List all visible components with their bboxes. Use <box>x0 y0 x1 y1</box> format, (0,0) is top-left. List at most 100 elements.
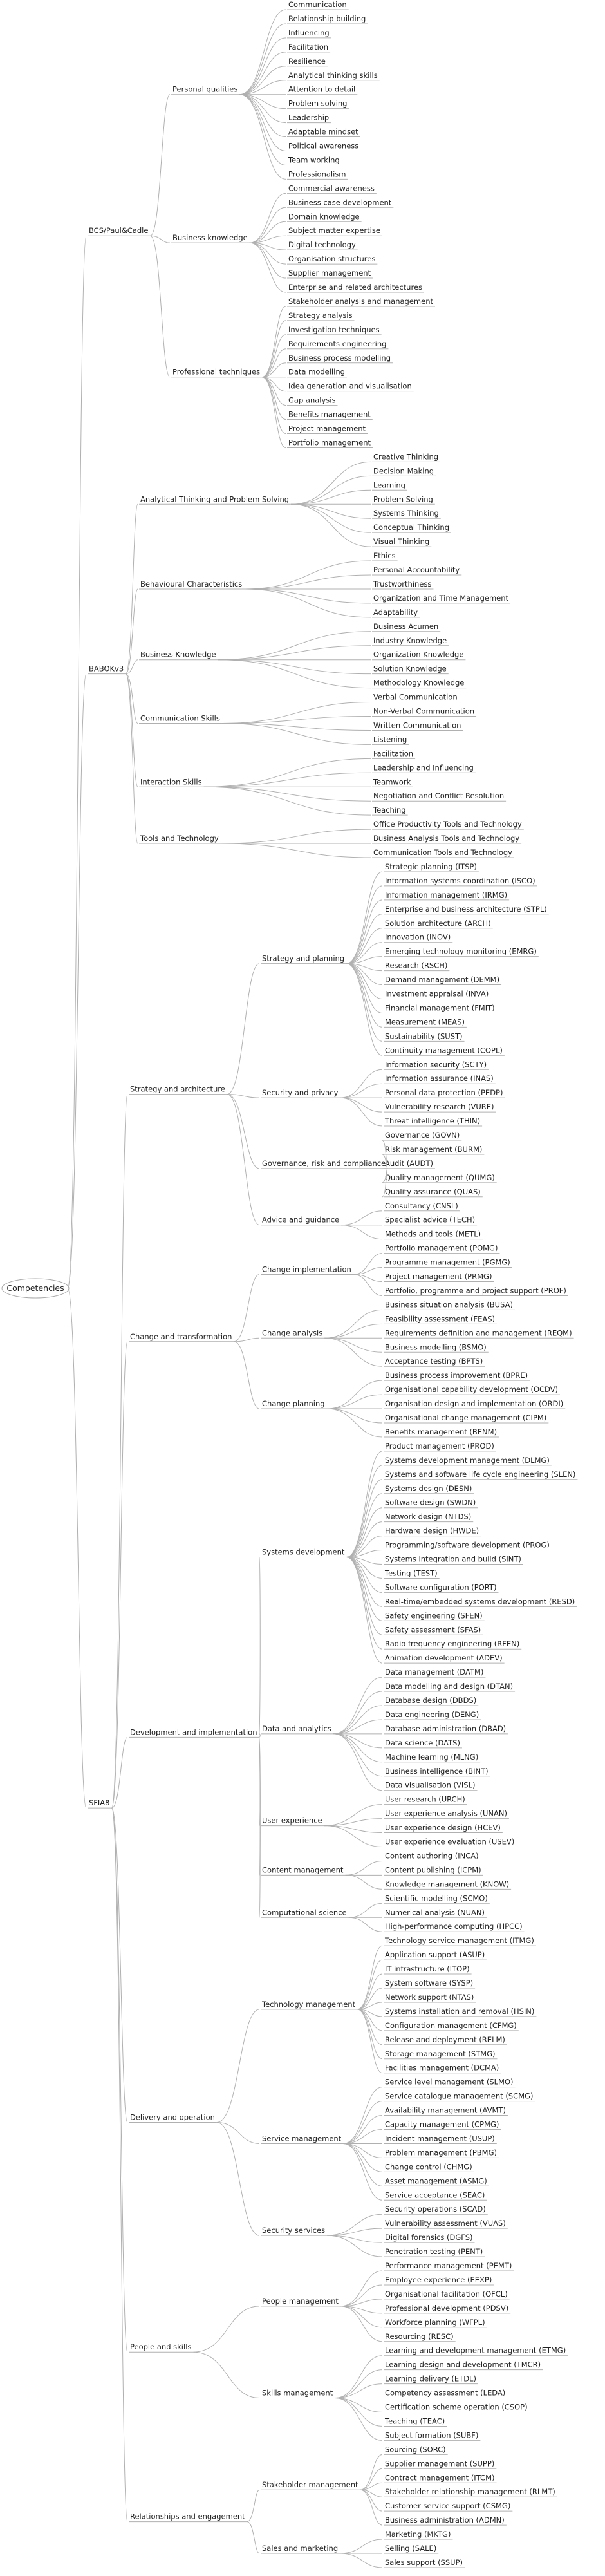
connector-line <box>360 2454 383 2490</box>
leaf-customer-service-support-csmg: Customer service support (CSMG) <box>385 2501 510 2510</box>
connector-line <box>345 1874 383 1890</box>
group-systems-development: Systems development <box>262 1548 345 1557</box>
leaf-systems-thinking: Systems Thinking <box>373 509 439 518</box>
connector-line <box>126 659 138 675</box>
group-business-knowledge: Business Knowledge <box>140 650 216 659</box>
leaf-organization-knowledge: Organization Knowledge <box>373 650 463 659</box>
leaf-supplier-management-supp: Supplier management (SUPP) <box>385 2459 494 2468</box>
leaf-learning: Learning <box>373 480 405 489</box>
leaf-business-process-improvement-bpre: Business process improvement (BPRE) <box>385 1371 528 1380</box>
leaf-quality-management-qumg: Quality management (QUMG) <box>385 1173 495 1182</box>
connector-line <box>244 588 371 618</box>
connector-line <box>203 772 371 787</box>
leaf-creative-thinking: Creative Thinking <box>373 452 438 461</box>
connector-line <box>234 1274 260 1342</box>
leaf-facilitation: Facilitation <box>373 749 413 758</box>
leaf-information-assurance-inas: Information assurance (INAS) <box>385 1074 494 1083</box>
connector-line <box>324 1309 383 1339</box>
connector-line <box>346 1536 383 1558</box>
group-business-knowledge: Business knowledge <box>172 233 248 242</box>
group-advice-and-guidance: Advice and guidance <box>262 1216 339 1225</box>
connector-line <box>346 1550 383 1558</box>
leaf-personal-accountability: Personal Accountability <box>373 565 460 574</box>
group-professional-techniques: Professional techniques <box>172 368 260 377</box>
connector-line <box>203 758 371 787</box>
leaf-sustainability-sust: Sustainability (SUST) <box>385 1031 463 1040</box>
connector-line <box>357 2009 383 2060</box>
connector-line <box>125 588 138 675</box>
leaf-teaching: Teaching <box>373 805 406 814</box>
leaf-vulnerability-research-vure: Vulnerability research (VURE) <box>385 1102 494 1111</box>
leaf-information-management-irmg: Information management (IRMG) <box>385 890 507 899</box>
leaf-benefits-management-benm: Benefits management (BENM) <box>385 1427 497 1436</box>
leaf-conceptual-thinking: Conceptual Thinking <box>373 523 449 532</box>
leaf-sales-support-ssup: Sales support (SSUP) <box>385 2558 463 2567</box>
leaf-application-support-asup: Application support (ASUP) <box>385 1950 485 1959</box>
connector-line <box>335 2383 383 2399</box>
leaf-portfolio-management-pomg: Portfolio management (POMG) <box>385 1244 498 1253</box>
connector-line <box>291 503 371 533</box>
leaf-requirements-definition-and-management-reqm: Requirements definition and management (… <box>385 1328 572 1337</box>
connector-line <box>326 1380 383 1409</box>
leaf-business-administration-admn: Business administration (ADMN) <box>385 2515 505 2524</box>
leaf-certification-scheme-operation-csop: Certification scheme operation (CSOP) <box>385 2403 528 2412</box>
connector-line <box>324 1337 383 1367</box>
leaf-performance-management-pemt: Performance management (PEMT) <box>385 2261 512 2270</box>
group-strategy-and-planning: Strategy and planning <box>262 954 344 963</box>
leaf-domain-knowledge: Domain knowledge <box>288 212 360 221</box>
connector-line <box>353 1274 383 1282</box>
leaf-programme-management-pgmg: Programme management (PGMG) <box>385 1258 510 1267</box>
connector-line <box>335 2398 383 2427</box>
leaf-innovation-inov: Innovation (INOV) <box>385 933 451 942</box>
connector-line <box>258 1557 261 1738</box>
leaf-business-situation-analysis-busa: Business situation analysis (BUSA) <box>385 1300 513 1309</box>
connector-line <box>239 9 286 95</box>
group-analytical-thinking-and-problem-solving: Analytical Thinking and Problem Solving <box>140 494 289 503</box>
group-computational-science: Computational science <box>262 1908 347 1917</box>
leaf-knowledge-management-know: Knowledge management (KNOW) <box>385 1879 509 1888</box>
root-node <box>1 1278 70 1299</box>
connector-line <box>262 348 286 378</box>
group-data-and-analytics: Data and analytics <box>262 1724 331 1733</box>
connector-line <box>335 2355 383 2399</box>
connector-line <box>67 673 87 1289</box>
connector-line <box>218 645 371 661</box>
leaf-data-visualisation-visl: Data visualisation (VISL) <box>385 1781 476 1790</box>
leaf-written-communication: Written Communication <box>373 720 461 729</box>
group-stakeholder-management: Stakeholder management <box>262 2480 358 2489</box>
connector-line <box>220 829 371 844</box>
connector-line <box>125 503 138 675</box>
leaf-leadership-and-influencing: Leadership and Influencing <box>373 763 474 772</box>
leaf-safety-assessment-sfas: Safety assessment (SFAS) <box>385 1625 481 1634</box>
leaf-network-support-ntas: Network support (NTAS) <box>385 1993 474 2002</box>
leaf-systems-development-management-dlmg: Systems development management (DLMG) <box>385 1456 550 1465</box>
connector-line <box>346 885 383 964</box>
connector-line <box>324 1323 383 1339</box>
connector-line <box>239 37 286 95</box>
leaf-service-catalogue-management-scmg: Service catalogue management (SCMG) <box>385 2092 533 2101</box>
leaf-network-design-ntds: Network design (NTDS) <box>385 1512 471 1521</box>
connector-line <box>343 2143 383 2201</box>
leaf-benefits-management: Benefits management <box>288 410 371 419</box>
connector-line <box>335 2398 383 2441</box>
connector-line <box>346 963 383 1056</box>
leaf-business-analysis-tools-and-technology: Business Analysis Tools and Technology <box>373 834 519 843</box>
leaf-information-security-scty: Information security (SCTY) <box>385 1060 487 1069</box>
leaf-adaptable-mindset: Adaptable mindset <box>288 127 358 136</box>
group-personal-qualities: Personal qualities <box>172 85 237 94</box>
leaf-consultancy-cnsl: Consultancy (CNSL) <box>385 1201 458 1210</box>
leaf-adaptability: Adaptability <box>373 608 418 617</box>
connector-line <box>343 2143 383 2172</box>
connector-line <box>343 2115 383 2144</box>
connector-line <box>261 306 286 378</box>
category-delivery-and-operation: Delivery and operation <box>130 2113 215 2122</box>
leaf-information-systems-coordination-isco: Information systems coordination (ISCO) <box>385 876 535 885</box>
connector-line <box>239 94 286 180</box>
group-change-implementation: Change implementation <box>262 1265 351 1274</box>
category-development-and-implementation: Development and implementation <box>130 1727 257 1736</box>
leaf-methodology-knowledge: Methodology Knowledge <box>373 679 464 688</box>
leaf-problem-solving: Problem Solving <box>373 494 433 503</box>
leaf-content-authoring-inca: Content authoring (INCA) <box>385 1851 479 1860</box>
connector-line <box>357 2009 383 2045</box>
